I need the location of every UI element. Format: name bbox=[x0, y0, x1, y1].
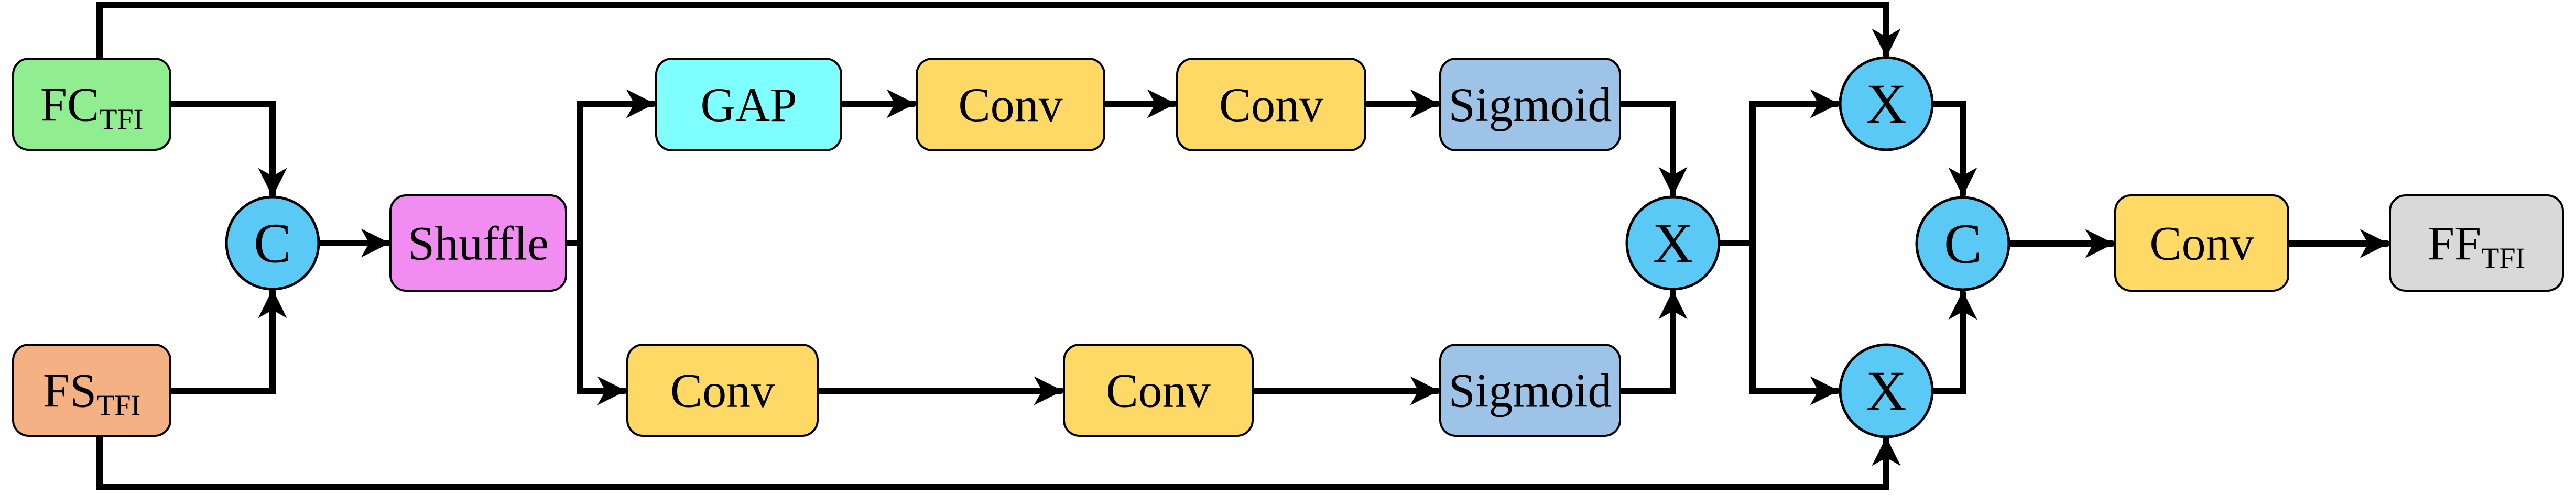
multiply-top-circle bbox=[1839, 56, 1934, 151]
node-fs-input: FSTFI bbox=[12, 344, 171, 437]
edge-sigmoid-top-to-multiply-mid bbox=[1617, 101, 1688, 197]
conv-top-1-box bbox=[916, 58, 1105, 151]
node-sigmoid-bottom: Sigmoid bbox=[1439, 344, 1621, 437]
conv-bottom-2-label: Conv bbox=[1106, 364, 1210, 417]
concat-1-label: C bbox=[254, 213, 291, 275]
multiply-bottom-label: X bbox=[1866, 360, 1907, 423]
fs-input-label: FSTFI bbox=[43, 364, 140, 422]
ff-output-label: FFTFI bbox=[2428, 216, 2525, 274]
sigmoid-bottom-box bbox=[1439, 344, 1621, 437]
edge-shuffle-to-gap bbox=[563, 89, 656, 246]
concat-2-label: C bbox=[1944, 213, 1982, 276]
edge-multiply-bottom-to-concat2 bbox=[1929, 290, 1977, 394]
edge-sigmoid-bottom-to-multiply-mid bbox=[1617, 289, 1688, 394]
conv-top-2-box bbox=[1176, 58, 1366, 151]
fc-input-box bbox=[12, 58, 171, 151]
edge-multiply-mid-to-multiply-bottom bbox=[1749, 240, 1840, 405]
node-conv-top-1: Conv bbox=[916, 58, 1105, 151]
multiply-mid-circle bbox=[1625, 195, 1721, 291]
node-sigmoid-top: Sigmoid bbox=[1439, 58, 1621, 151]
edge-fs-to-concat1 bbox=[167, 288, 287, 394]
edge-multiply-top-to-concat2 bbox=[1929, 101, 1977, 197]
conv-bottom-1-box bbox=[626, 344, 819, 437]
multiply-mid-label: X bbox=[1653, 213, 1693, 275]
ff-output-box bbox=[2389, 194, 2564, 292]
node-concat-2: C bbox=[1915, 196, 2010, 291]
node-multiply-bottom: X bbox=[1839, 343, 1934, 438]
conv-final-box bbox=[2114, 194, 2289, 292]
sigmoid-top-box bbox=[1439, 58, 1621, 151]
shuffle-box bbox=[389, 194, 567, 292]
concat-2-circle bbox=[1915, 196, 2010, 291]
sigmoid-top-label: Sigmoid bbox=[1449, 78, 1612, 131]
fc-input-label: FCTFI bbox=[40, 78, 144, 136]
node-multiply-top: X bbox=[1839, 56, 1934, 151]
node-conv-final: Conv bbox=[2114, 194, 2289, 292]
node-conv-bottom-2: Conv bbox=[1063, 344, 1254, 437]
conv-top-1-label: Conv bbox=[958, 78, 1062, 131]
gap-label: GAP bbox=[700, 78, 797, 131]
node-conv-bottom-1: Conv bbox=[626, 344, 819, 437]
node-fc-input: FCTFI bbox=[12, 58, 171, 151]
conv-bottom-1-label: Conv bbox=[670, 364, 775, 417]
node-multiply-mid: X bbox=[1625, 195, 1721, 291]
node-conv-top-2: Conv bbox=[1176, 58, 1366, 151]
conv-final-label: Conv bbox=[2149, 216, 2254, 270]
edge-multiply-mid-to-multiply-top bbox=[1716, 89, 1840, 246]
node-shuffle: Shuffle bbox=[389, 194, 567, 292]
multiply-top-label: X bbox=[1866, 73, 1907, 136]
edge-shuffle-to-conv-bottom-1 bbox=[577, 240, 627, 405]
conv-bottom-2-box bbox=[1063, 344, 1254, 437]
node-concat-1: C bbox=[225, 195, 320, 291]
edge-fc-to-concat1 bbox=[167, 101, 287, 198]
sigmoid-bottom-label: Sigmoid bbox=[1449, 364, 1612, 417]
fs-input-sublabel: TFI bbox=[96, 389, 140, 422]
ff-output-sublabel: TFI bbox=[2481, 242, 2525, 274]
node-ff-output: FFTFI bbox=[2389, 194, 2564, 292]
fs-input-box bbox=[12, 344, 171, 437]
multiply-bottom-circle bbox=[1839, 343, 1934, 438]
shuffle-label: Shuffle bbox=[408, 216, 549, 270]
fc-input-sublabel: TFI bbox=[99, 103, 143, 136]
concat-1-circle bbox=[225, 195, 320, 291]
edge-skip-fs-to-multiply-bottom bbox=[96, 433, 1901, 490]
edge-skip-fc-to-multiply-top bbox=[96, 2, 1901, 62]
conv-top-2-label: Conv bbox=[1219, 78, 1323, 131]
node-gap: GAP bbox=[655, 58, 842, 151]
gap-box bbox=[655, 58, 842, 151]
